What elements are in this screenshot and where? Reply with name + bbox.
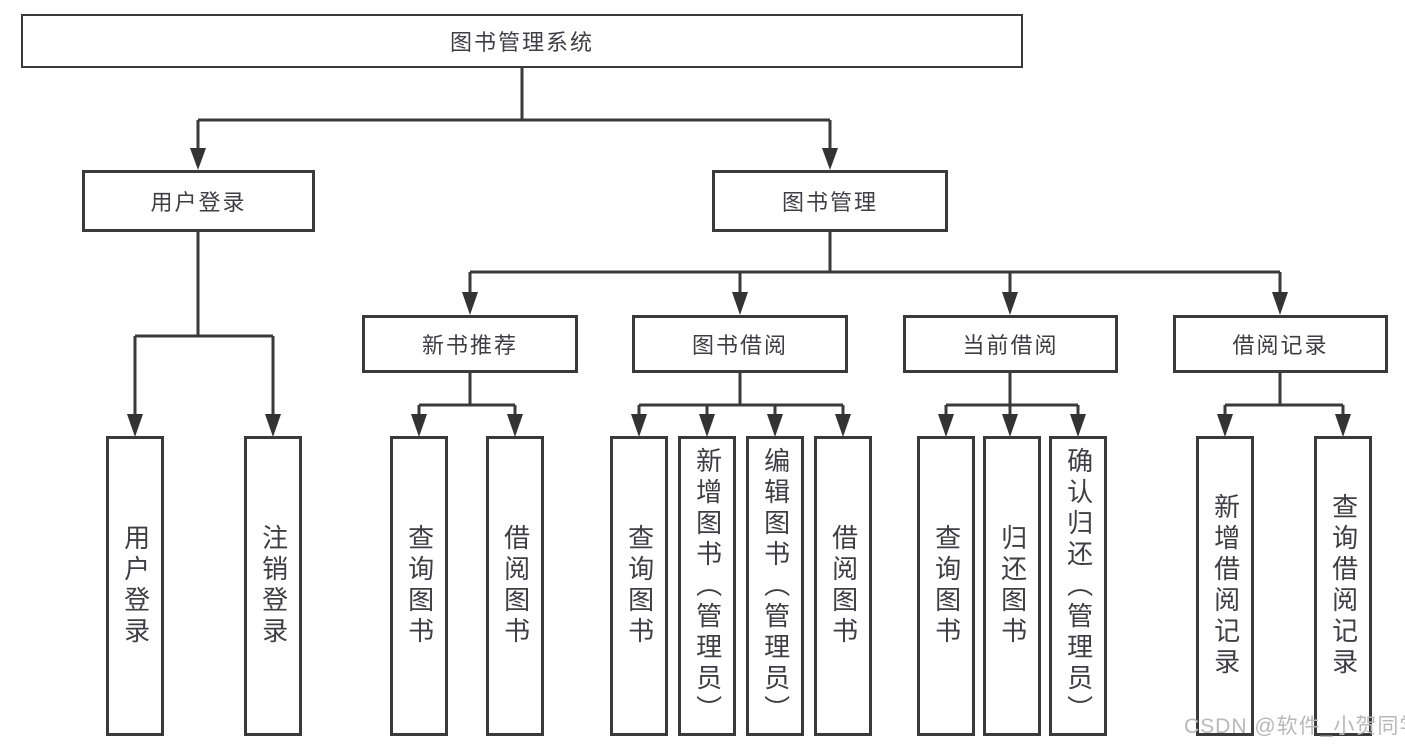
- arrow-icon: [732, 292, 748, 315]
- node-leaf-edit-book-label: 编辑图书（管理员）: [760, 446, 791, 726]
- node-leaf-add-record-label: 新增借阅记录: [1210, 493, 1241, 679]
- arrow-icon: [265, 414, 281, 437]
- node-leaf-query-record-label: 查询借阅记录: [1328, 493, 1359, 679]
- arrow-icon: [1272, 292, 1288, 315]
- node-leaf-add-record: 新增借阅记录: [1196, 436, 1254, 736]
- node-leaf-user-login: 用户登录: [106, 436, 164, 736]
- arrow-icon: [822, 148, 838, 170]
- arrow-icon: [767, 414, 783, 437]
- node-leaf-query-book-3: 查询图书: [917, 436, 975, 736]
- arrow-icon: [507, 414, 523, 437]
- arrow-icon: [699, 414, 715, 437]
- node-leaf-query-book-2-label: 查询图书: [624, 524, 655, 648]
- node-leaf-borrow-book-1-label: 借阅图书: [500, 524, 531, 648]
- connector-root-to-level2: [196, 68, 832, 150]
- connector-current-borrow-to-leaves: [944, 373, 1080, 415]
- node-leaf-add-book: 新增图书（管理员）: [678, 436, 736, 736]
- node-book-borrow-label: 图书借阅: [691, 333, 788, 358]
- arrowheads: [127, 148, 1351, 437]
- node-leaf-query-book-1: 查询图书: [390, 436, 448, 736]
- arrow-icon: [190, 148, 206, 170]
- connector-book-borrow-to-leaves: [637, 373, 845, 415]
- arrow-icon: [411, 414, 427, 437]
- connector-borrow-records-to-leaves: [1223, 373, 1345, 415]
- node-leaf-confirm-return: 确认归还（管理员）: [1049, 436, 1107, 736]
- arrow-icon: [1002, 414, 1018, 437]
- connector-new-book-rec-to-leaves: [417, 373, 517, 415]
- node-leaf-edit-book: 编辑图书（管理员）: [746, 436, 804, 736]
- arrow-icon: [1335, 414, 1351, 437]
- node-leaf-return-book-label: 归还图书: [997, 524, 1028, 648]
- node-leaf-borrow-book-1: 借阅图书: [486, 436, 544, 736]
- node-leaf-return-book: 归还图书: [983, 436, 1041, 736]
- arrow-icon: [1070, 414, 1086, 437]
- node-root-label: 图书管理系统: [449, 30, 594, 55]
- node-leaf-logout-label: 注销登录: [258, 524, 289, 648]
- arrow-icon: [1217, 414, 1233, 437]
- node-leaf-borrow-book-2-label: 借阅图书: [828, 524, 859, 648]
- node-book-mgmt-label: 图书管理: [781, 190, 878, 215]
- arrow-icon: [1002, 292, 1018, 315]
- connector-user-login-to-leaves: [133, 232, 275, 415]
- arrow-icon: [631, 414, 647, 437]
- arrow-icon: [938, 414, 954, 437]
- node-leaf-query-book-3-label: 查询图书: [931, 524, 962, 648]
- node-current-borrow-label: 当前借阅: [962, 333, 1059, 358]
- arrow-icon: [127, 414, 143, 437]
- node-leaf-confirm-return-label: 确认归还（管理员）: [1063, 446, 1094, 726]
- connector-book-mgmt-to-level3: [468, 232, 1282, 293]
- node-leaf-query-book-2: 查询图书: [610, 436, 668, 736]
- watermark: CSDN @软件_小贺同学: [1184, 715, 1405, 738]
- node-leaf-query-book-1-label: 查询图书: [404, 524, 435, 648]
- node-book-mgmt: 图书管理: [712, 170, 948, 232]
- node-borrow-records: 借阅记录: [1173, 315, 1388, 373]
- arrow-icon: [835, 414, 851, 437]
- node-user-login-label: 用户登录: [150, 190, 247, 215]
- node-root: 图书管理系统: [21, 14, 1023, 68]
- node-leaf-add-book-label: 新增图书（管理员）: [692, 446, 723, 726]
- node-leaf-logout: 注销登录: [244, 436, 302, 736]
- node-book-borrow: 图书借阅: [632, 315, 848, 373]
- node-current-borrow: 当前借阅: [903, 315, 1118, 373]
- node-leaf-borrow-book-2: 借阅图书: [814, 436, 872, 736]
- node-borrow-records-label: 借阅记录: [1232, 333, 1329, 358]
- node-new-book-rec: 新书推荐: [362, 315, 578, 373]
- node-new-book-rec-label: 新书推荐: [421, 333, 518, 358]
- node-leaf-query-record: 查询借阅记录: [1314, 436, 1372, 736]
- node-leaf-user-login-label: 用户登录: [120, 524, 151, 648]
- arrow-icon: [462, 292, 478, 315]
- node-user-login: 用户登录: [82, 170, 315, 232]
